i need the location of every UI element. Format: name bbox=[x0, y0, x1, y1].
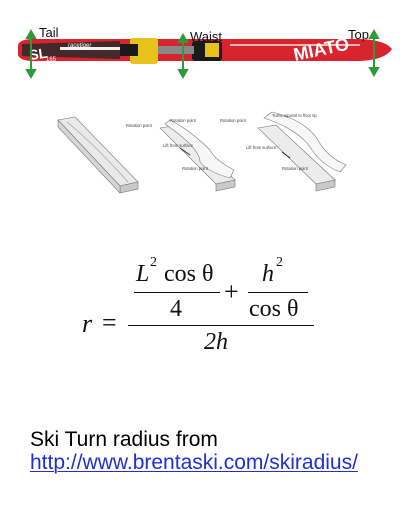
formula-num-a-fn: cos θ bbox=[164, 261, 214, 287]
formula-den-a: 4 bbox=[170, 296, 182, 322]
ski-topsheet-stripe bbox=[230, 44, 360, 46]
label-rotation-point-d: Rotation point bbox=[220, 118, 247, 123]
label-waist: Waist bbox=[190, 29, 223, 44]
source-link[interactable]: http://www.brentaski.com/skiradius/ bbox=[30, 451, 358, 474]
formula-num-b-exp: 2 bbox=[276, 255, 283, 270]
label-rotation-point-a: Rotation point bbox=[126, 123, 153, 128]
formula-den-main: 2h bbox=[204, 329, 228, 355]
fraction-bar-main bbox=[128, 325, 314, 327]
edge-diagram: Rotation point Rotation point Lift from … bbox=[57, 111, 347, 194]
ski-panel-curved bbox=[257, 111, 347, 192]
ski-image: SL 165 racetiger MIATO bbox=[18, 28, 392, 80]
fraction-bar-a bbox=[134, 292, 220, 294]
label-lift-b: Lift from surface bbox=[246, 145, 277, 150]
arrow-tail bbox=[25, 28, 37, 80]
ski-white-stripe bbox=[60, 47, 120, 50]
ski-panel-tilted bbox=[159, 119, 236, 192]
formula-equals: = bbox=[102, 308, 117, 337]
label-rotation-point-c: Rotation point bbox=[182, 166, 209, 171]
label-turns-against: Turns against to floor tip bbox=[272, 113, 317, 118]
caption-text: Ski Turn radius from bbox=[30, 428, 218, 451]
label-rotation-point-b: Rotation point bbox=[170, 118, 197, 123]
label-top: Top bbox=[348, 27, 369, 42]
formula-den-b: cos θ bbox=[249, 296, 299, 322]
label-tail: Tail bbox=[39, 25, 59, 40]
formula-plus: + bbox=[224, 277, 239, 306]
ski-graphic-brand: racetiger bbox=[68, 43, 92, 49]
formula-num-a-exp: 2 bbox=[150, 255, 157, 270]
formula-lhs: r bbox=[82, 309, 93, 338]
fraction-bar-b bbox=[248, 292, 308, 294]
ski-panel-flat bbox=[57, 116, 139, 194]
turn-radius-formula: r = L 2 cos θ 4 + h 2 cos θ 2h bbox=[82, 250, 322, 360]
formula-num-a-base: L bbox=[136, 261, 150, 287]
arrow-waist bbox=[177, 32, 189, 80]
arrow-top bbox=[368, 28, 380, 78]
binding bbox=[120, 38, 222, 64]
caption: Ski Turn radius from http://www.brentask… bbox=[30, 428, 400, 474]
label-lift-a: Lift from surface bbox=[163, 143, 194, 148]
label-rotation-point-e: Rotation point bbox=[282, 166, 309, 171]
formula-num-b-base: h bbox=[262, 261, 274, 287]
ski-graphic-165: 165 bbox=[46, 57, 57, 63]
ski-graphic-sl: SL bbox=[28, 45, 48, 63]
